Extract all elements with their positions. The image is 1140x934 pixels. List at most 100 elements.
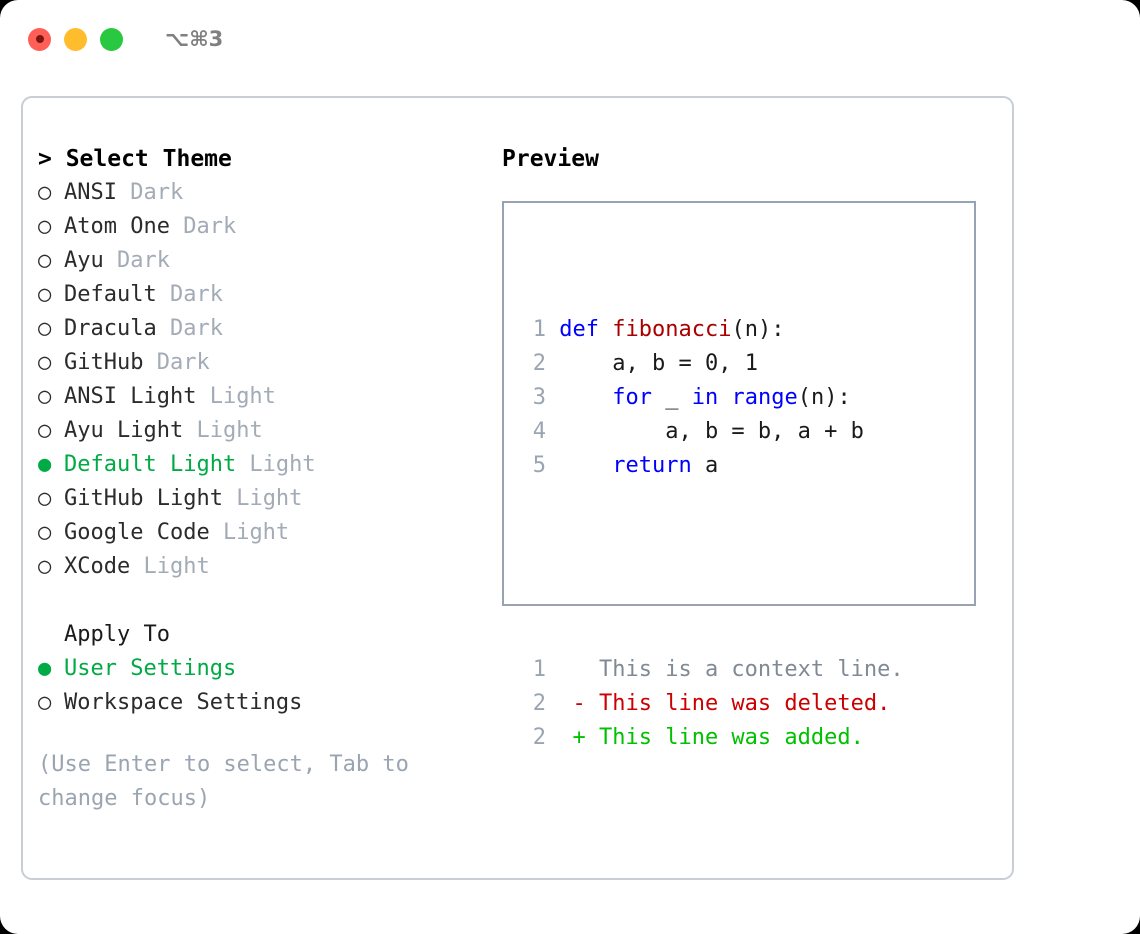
code-token: a <box>691 453 719 478</box>
list-spacer <box>38 584 488 618</box>
code-line: 5 return a <box>520 449 904 483</box>
apply-to-name: User Settings <box>64 656 237 681</box>
theme-option[interactable]: ○Atom One Dark <box>38 210 488 244</box>
code-token: def <box>559 317 613 342</box>
theme-option[interactable]: ○ GitHub Light Light <box>38 482 488 516</box>
radio-unselected-icon: ○ <box>38 520 52 545</box>
line-number: 3 <box>532 385 546 410</box>
minimize-window-icon[interactable] <box>64 27 87 51</box>
theme-option[interactable]: ○ XCode Light <box>38 550 488 584</box>
diff-line: 2 - This line was deleted. <box>520 687 904 721</box>
line-number: 5 <box>532 453 546 478</box>
radio-selected-icon: ● <box>38 656 52 681</box>
code-token: return <box>612 453 692 478</box>
theme-category: Light <box>196 384 276 409</box>
diff-text: - This line was deleted. <box>546 691 891 716</box>
line-number: 2 <box>532 691 546 716</box>
radio-selected-icon: ● <box>38 452 52 477</box>
radio-unselected-icon: ○ <box>38 486 52 511</box>
code-token <box>559 453 612 478</box>
radio-unselected-icon: ○ <box>38 384 52 409</box>
theme-option[interactable]: ○ ANSI Light Light <box>38 380 488 414</box>
theme-category: Light <box>236 452 316 477</box>
close-window-icon[interactable] <box>28 27 51 51</box>
hint-spacer <box>38 720 488 748</box>
radio-unselected-icon: ○ <box>38 282 52 307</box>
theme-option[interactable]: ○Ayu Dark <box>38 244 488 278</box>
apply-to-name: Workspace Settings <box>64 690 303 715</box>
diff-lines: 1 This is a context line.2 - This line w… <box>520 653 904 755</box>
line-number: 1 <box>532 317 546 342</box>
theme-category: Light <box>130 554 210 579</box>
preview-title: Preview <box>502 146 599 172</box>
apply-to-list: ● User Settings ○ Workspace Settings <box>38 652 488 720</box>
theme-name: XCode <box>64 554 131 579</box>
theme-category: Dark <box>156 282 223 307</box>
code-line: 3 for _ in range(n): <box>520 381 904 415</box>
radio-unselected-icon: ○ <box>38 214 52 239</box>
diff-line: 2 + This line was added. <box>520 721 904 755</box>
line-number: 1 <box>532 657 546 682</box>
line-number: 4 <box>532 419 546 444</box>
theme-list: ○ANSI Dark○Atom One Dark○Ayu Dark○Defaul… <box>38 176 488 584</box>
code-token <box>718 385 731 410</box>
radio-unselected-icon: ○ <box>38 350 52 375</box>
theme-option[interactable]: ○ Dracula Dark <box>38 312 488 346</box>
theme-option[interactable]: ○ Default Dark <box>38 278 488 312</box>
diff-text: This is a context line. <box>546 657 904 682</box>
radio-unselected-icon: ○ <box>38 418 52 443</box>
theme-option[interactable]: ○Ayu Light Light <box>38 414 488 448</box>
theme-name: Ayu Light <box>64 418 184 443</box>
keyboard-shortcut-label: ⌥⌘3 <box>165 27 224 51</box>
radio-unselected-icon: ○ <box>38 554 52 579</box>
code-token: (n): <box>797 385 851 410</box>
line-number: 2 <box>532 725 546 750</box>
theme-name: ANSI Light <box>64 384 197 409</box>
diff-text: + This line was added. <box>546 725 864 750</box>
code-line: 2 a, b = 0, 1 <box>520 347 904 381</box>
theme-category: Dark <box>143 350 210 375</box>
theme-option[interactable]: ●Default Light Light <box>38 448 488 482</box>
code-token: in <box>691 385 719 410</box>
code-line: 4 a, b = b, a + b <box>520 415 904 449</box>
zoom-window-icon[interactable] <box>100 27 123 51</box>
theme-category: Dark <box>156 316 223 341</box>
code-token: _ <box>651 385 692 410</box>
theme-name: GitHub Light <box>64 486 223 511</box>
theme-category: Dark <box>116 180 184 205</box>
code-token: 1 <box>744 351 758 376</box>
theme-option[interactable]: ○Google Code Light <box>38 516 488 550</box>
select-theme-header: > Select Theme <box>38 146 232 172</box>
theme-category: Light <box>222 486 303 511</box>
radio-unselected-icon: ○ <box>38 690 52 715</box>
dialog-container: > Select Theme ○ANSI Dark○Atom One Dark○… <box>21 96 1014 880</box>
theme-category: Dark <box>103 248 170 273</box>
theme-name: Dracula <box>64 316 157 341</box>
theme-option[interactable]: ○ GitHub Dark <box>38 346 488 380</box>
theme-name: Google Code <box>64 520 210 545</box>
theme-name: GitHub <box>64 350 144 375</box>
code-line: 1 def fibonacci(n): <box>520 313 904 347</box>
title-bar: ⌥⌘3 <box>0 0 1140 78</box>
apply-to-option[interactable]: ○ Workspace Settings <box>38 686 488 720</box>
theme-name: Default <box>64 282 157 307</box>
apply-to-label: Apply To <box>64 622 170 647</box>
apply-to-option[interactable]: ● User Settings <box>38 652 488 686</box>
theme-name: Atom One <box>64 214 170 239</box>
traffic-lights <box>28 27 123 51</box>
code-token: a, b = b, a + b <box>559 419 864 444</box>
radio-unselected-icon: ○ <box>38 316 52 341</box>
diff-line: 1 This is a context line. <box>520 653 904 687</box>
theme-option[interactable]: ○ANSI Dark <box>38 176 488 210</box>
code-token: a, b = <box>559 351 705 376</box>
theme-name: ANSI <box>64 180 117 205</box>
code-token: 0 <box>704 351 719 376</box>
theme-selection-panel: > Select Theme ○ANSI Dark○Atom One Dark○… <box>38 142 488 816</box>
code-token: for <box>612 385 652 410</box>
line-number: 2 <box>532 351 546 376</box>
code-token: (n): <box>731 317 785 342</box>
